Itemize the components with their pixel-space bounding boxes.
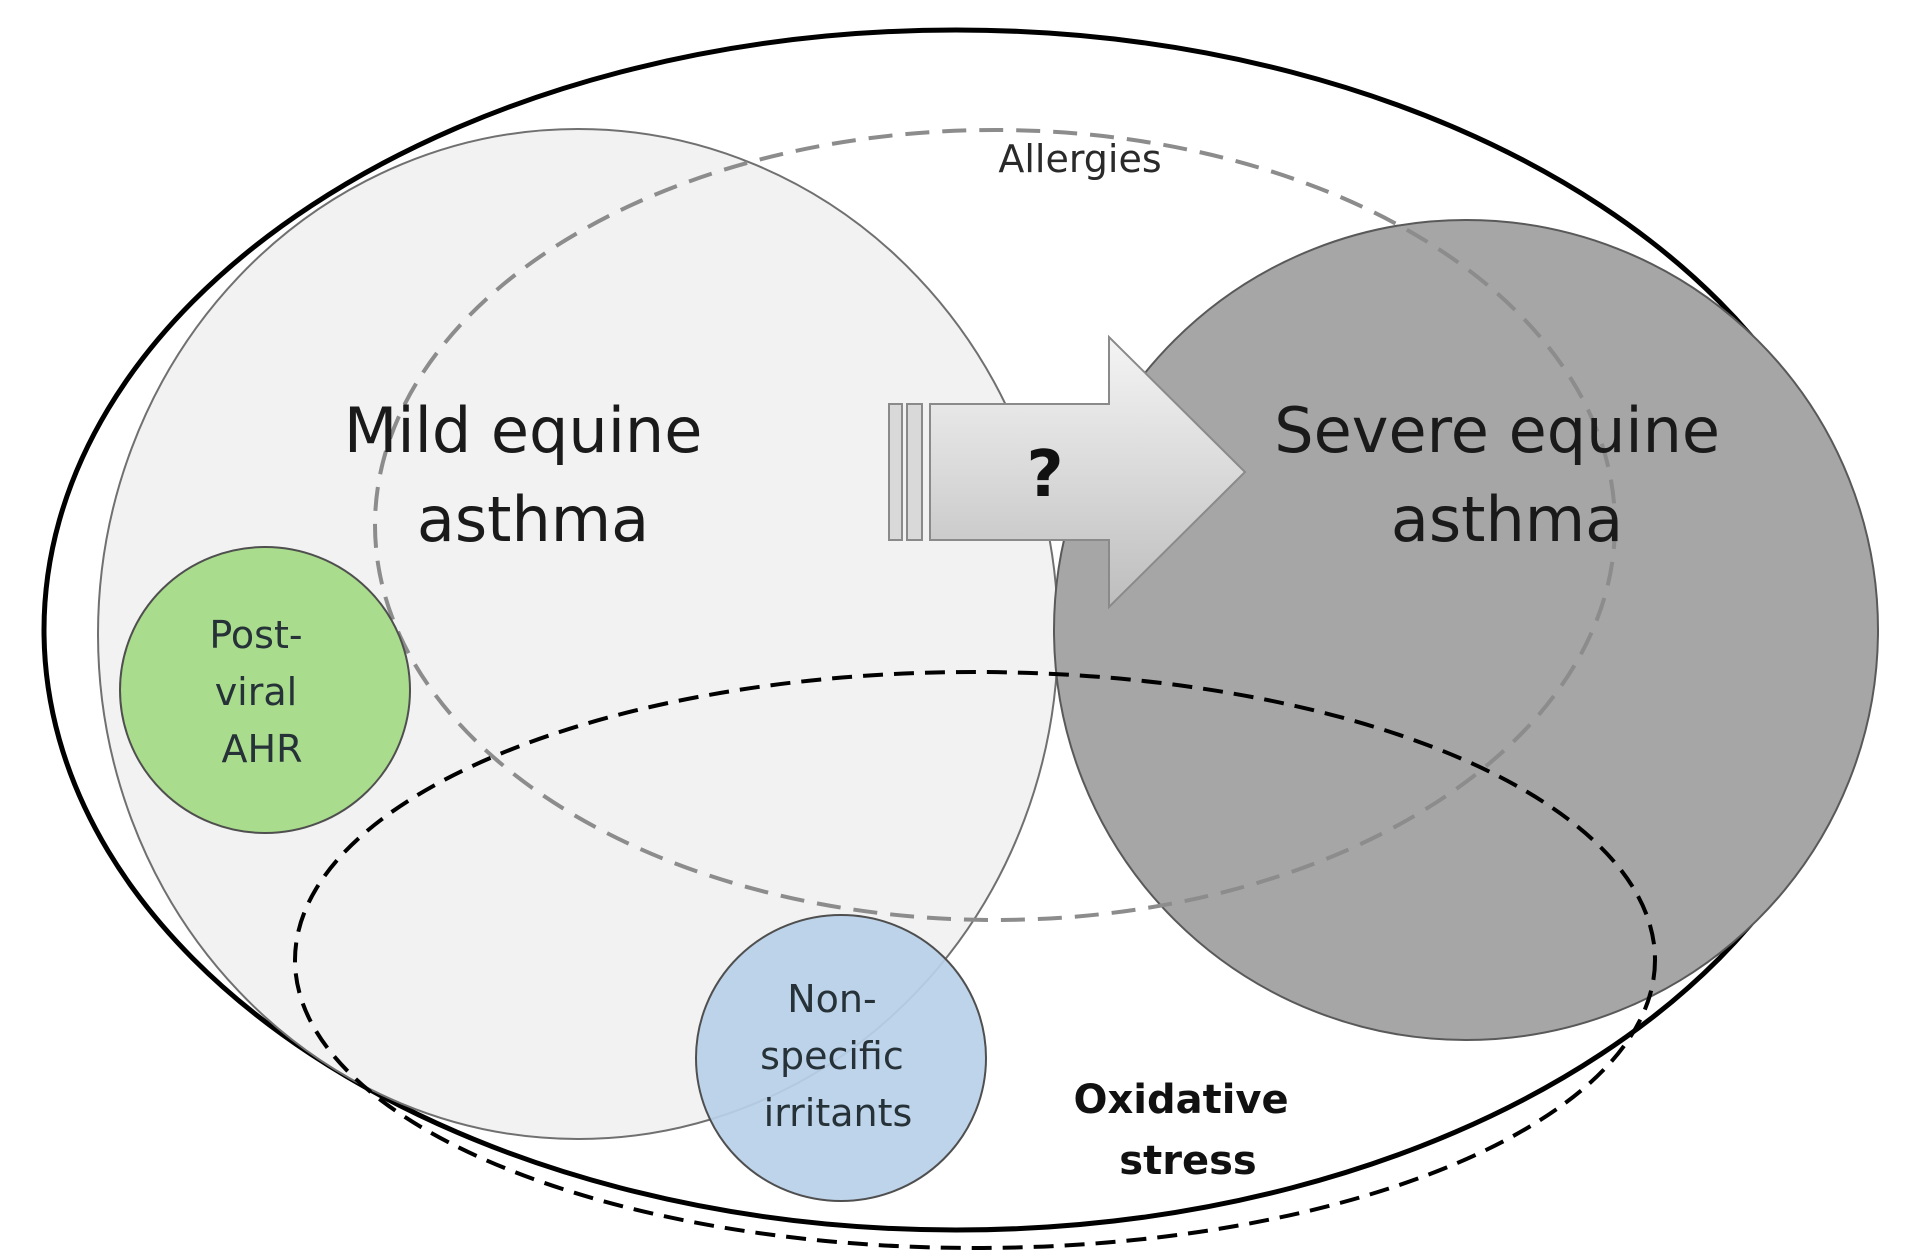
- allergies-label: Allergies: [998, 137, 1161, 181]
- oxidative-stress-ellipse: [293, 670, 1657, 1250]
- progression-question-mark: ?: [1026, 438, 1063, 512]
- allergies-ellipse: [373, 128, 1617, 922]
- progression-arrow: [888, 334, 1247, 610]
- arrow-tail-stripe: [888, 403, 903, 541]
- severe-asthma-circle: [1053, 219, 1879, 1041]
- arrow-tail-stripe: [906, 403, 923, 541]
- non-specific-irritants-circle: [695, 914, 987, 1202]
- severe-asthma-label: Severe equine asthma: [1274, 394, 1740, 556]
- post-viral-ahr-circle: [119, 546, 411, 834]
- mild-asthma-label: Mild equine asthma: [344, 394, 722, 556]
- post-viral-ahr-label: Post- viral AHR: [209, 613, 314, 771]
- arrow-body: [929, 334, 1247, 610]
- oxidative-stress-label: Oxidative stress: [1073, 1077, 1302, 1184]
- non-specific-irritants-label: Non- specific irritants: [760, 977, 916, 1135]
